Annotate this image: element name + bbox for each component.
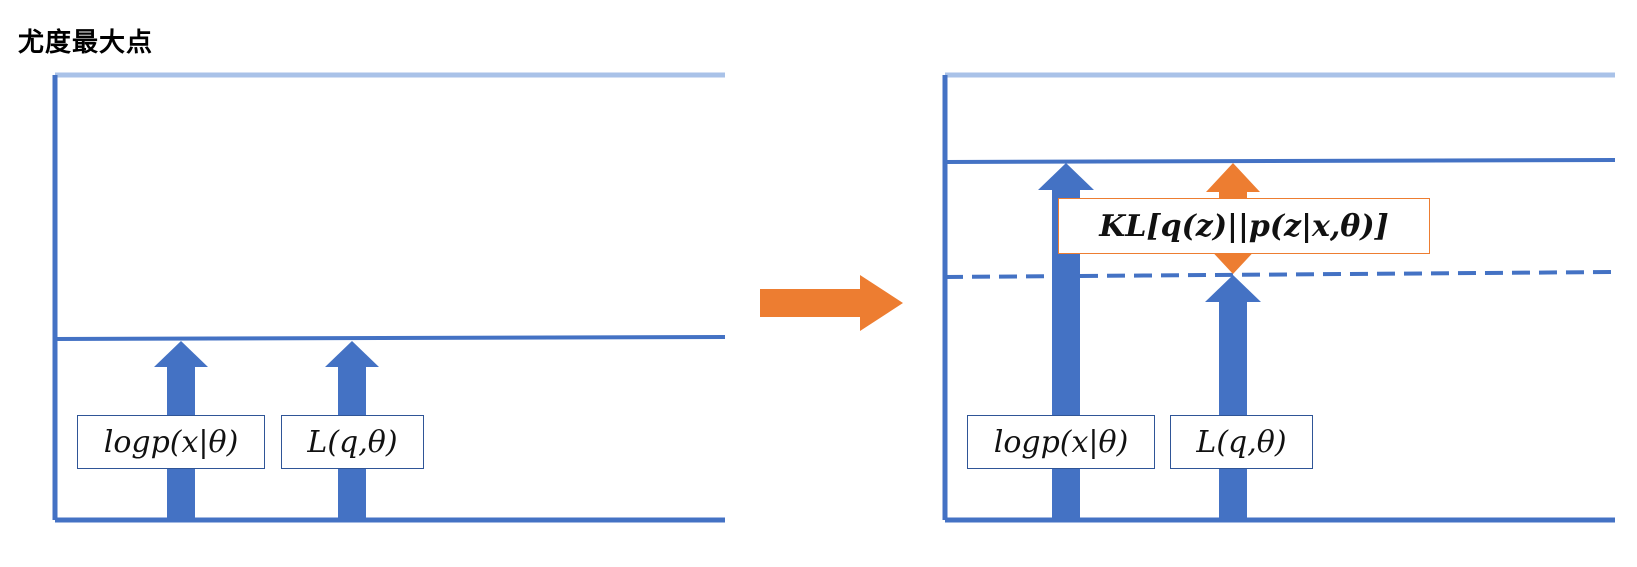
right-arrow-icon bbox=[760, 275, 903, 331]
right-likelihood-level-line bbox=[944, 158, 1616, 164]
right-lower-bound-label: L(q,θ) bbox=[1170, 415, 1313, 469]
right-lower-bound-dashed-line bbox=[944, 270, 1616, 279]
page-title: 尤度最大点 bbox=[18, 28, 154, 58]
right-log-likelihood-label: logp(x|θ) bbox=[967, 415, 1155, 469]
kl-divergence-label: KL[q(z)||p(z|x,θ)] bbox=[1058, 198, 1430, 254]
left-likelihood-level-line bbox=[54, 335, 726, 341]
left-lower-bound-label: L(q,θ) bbox=[281, 415, 424, 469]
left-log-likelihood-label: logp(x|θ) bbox=[77, 415, 265, 469]
right-lower-bound-up-arrow-icon bbox=[1205, 275, 1261, 520]
